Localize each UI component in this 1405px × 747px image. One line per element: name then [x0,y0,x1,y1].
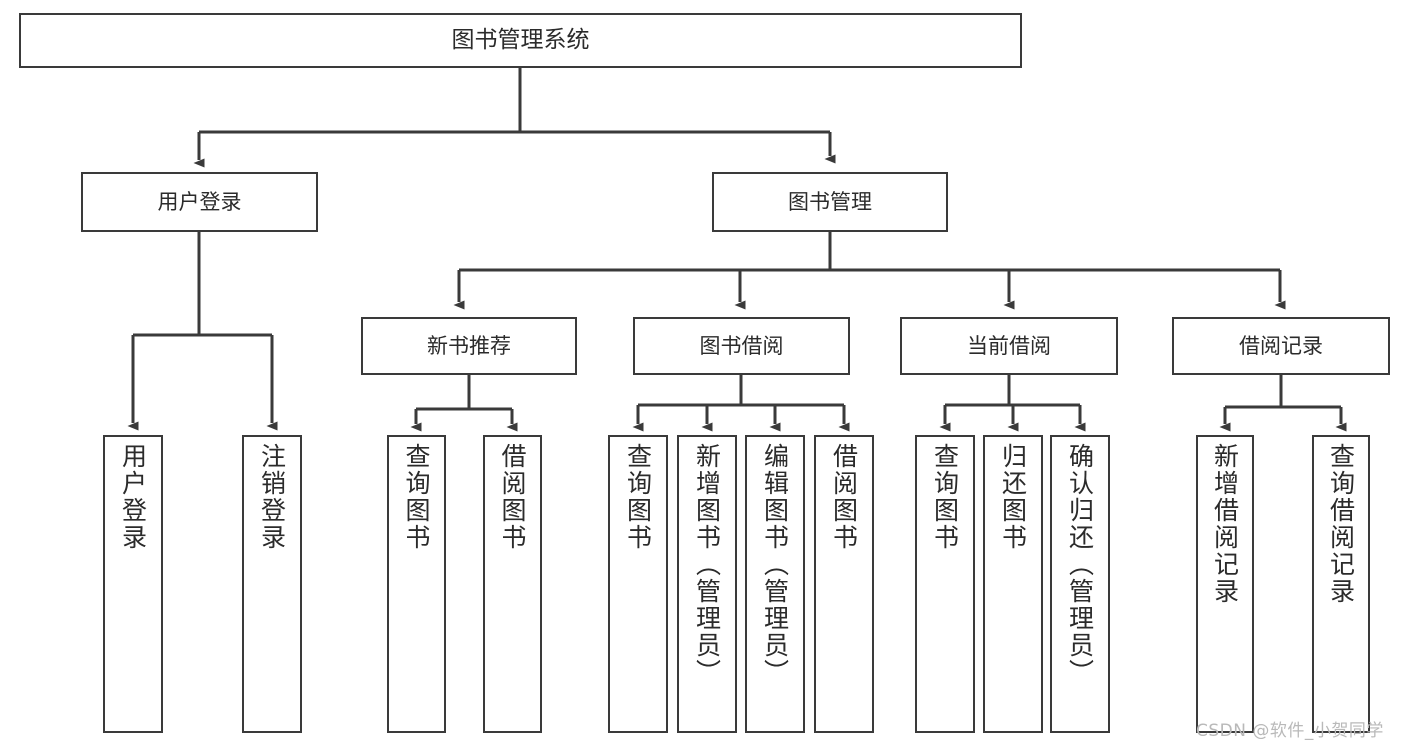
node-root-label: 图书管理系统 [451,26,590,53]
leaf-add-borrow-record[interactable]: 新增借阅记录 [1196,435,1254,733]
node-user-login[interactable]: 用户登录 [81,172,318,232]
node-borrow-record-label: 借阅记录 [1239,333,1323,358]
leaf-query-book-borrow[interactable]: 查询图书 [608,435,668,733]
leaf-query-book-recommend[interactable]: 查询图书 [387,435,446,733]
leaf-query-book-current-label: 查询图书 [930,443,960,551]
leaf-add-book-admin[interactable]: 新增图书（管理员） [677,435,737,733]
leaf-edit-book-admin[interactable]: 编辑图书（管理员） [745,435,805,733]
leaf-query-book-recommend-label: 查询图书 [402,443,431,551]
leaf-confirm-return-admin[interactable]: 确认归还（管理员） [1050,435,1110,733]
leaf-borrow-book[interactable]: 借阅图书 [814,435,874,733]
leaf-query-book-current[interactable]: 查询图书 [915,435,975,733]
leaf-edit-book-admin-label: 编辑图书（管理员） [760,443,790,686]
node-current-borrow[interactable]: 当前借阅 [900,317,1118,375]
leaf-user-login-label: 用户登录 [118,443,148,551]
leaf-borrow-book-label: 借阅图书 [829,443,859,551]
leaf-borrow-book-recommend-label: 借阅图书 [498,443,527,551]
leaf-add-borrow-record-label: 新增借阅记录 [1210,443,1240,605]
node-new-book-recommend-label: 新书推荐 [427,333,511,358]
leaf-user-login[interactable]: 用户登录 [103,435,163,733]
node-book-borrow[interactable]: 图书借阅 [633,317,850,375]
leaf-logout[interactable]: 注销登录 [242,435,302,733]
leaf-query-borrow-record-label: 查询借阅记录 [1326,443,1356,605]
leaf-borrow-book-recommend[interactable]: 借阅图书 [483,435,542,733]
node-book-management-label: 图书管理 [788,189,872,214]
node-borrow-record[interactable]: 借阅记录 [1172,317,1390,375]
leaf-confirm-return-admin-label: 确认归还（管理员） [1065,443,1095,686]
node-book-management[interactable]: 图书管理 [712,172,948,232]
leaf-query-book-borrow-label: 查询图书 [623,443,653,551]
csdn-watermark: CSDN @软件_小贺同学 [1196,721,1384,741]
node-user-login-label: 用户登录 [157,189,242,214]
leaf-logout-label: 注销登录 [257,443,287,551]
leaf-return-book-label: 归还图书 [998,443,1028,551]
node-root[interactable]: 图书管理系统 [19,13,1022,68]
node-current-borrow-label: 当前借阅 [967,333,1051,358]
leaf-query-borrow-record[interactable]: 查询借阅记录 [1312,435,1370,733]
node-new-book-recommend[interactable]: 新书推荐 [361,317,577,375]
leaf-return-book[interactable]: 归还图书 [983,435,1043,733]
leaf-add-book-admin-label: 新增图书（管理员） [692,443,722,686]
node-book-borrow-label: 图书借阅 [699,333,784,358]
